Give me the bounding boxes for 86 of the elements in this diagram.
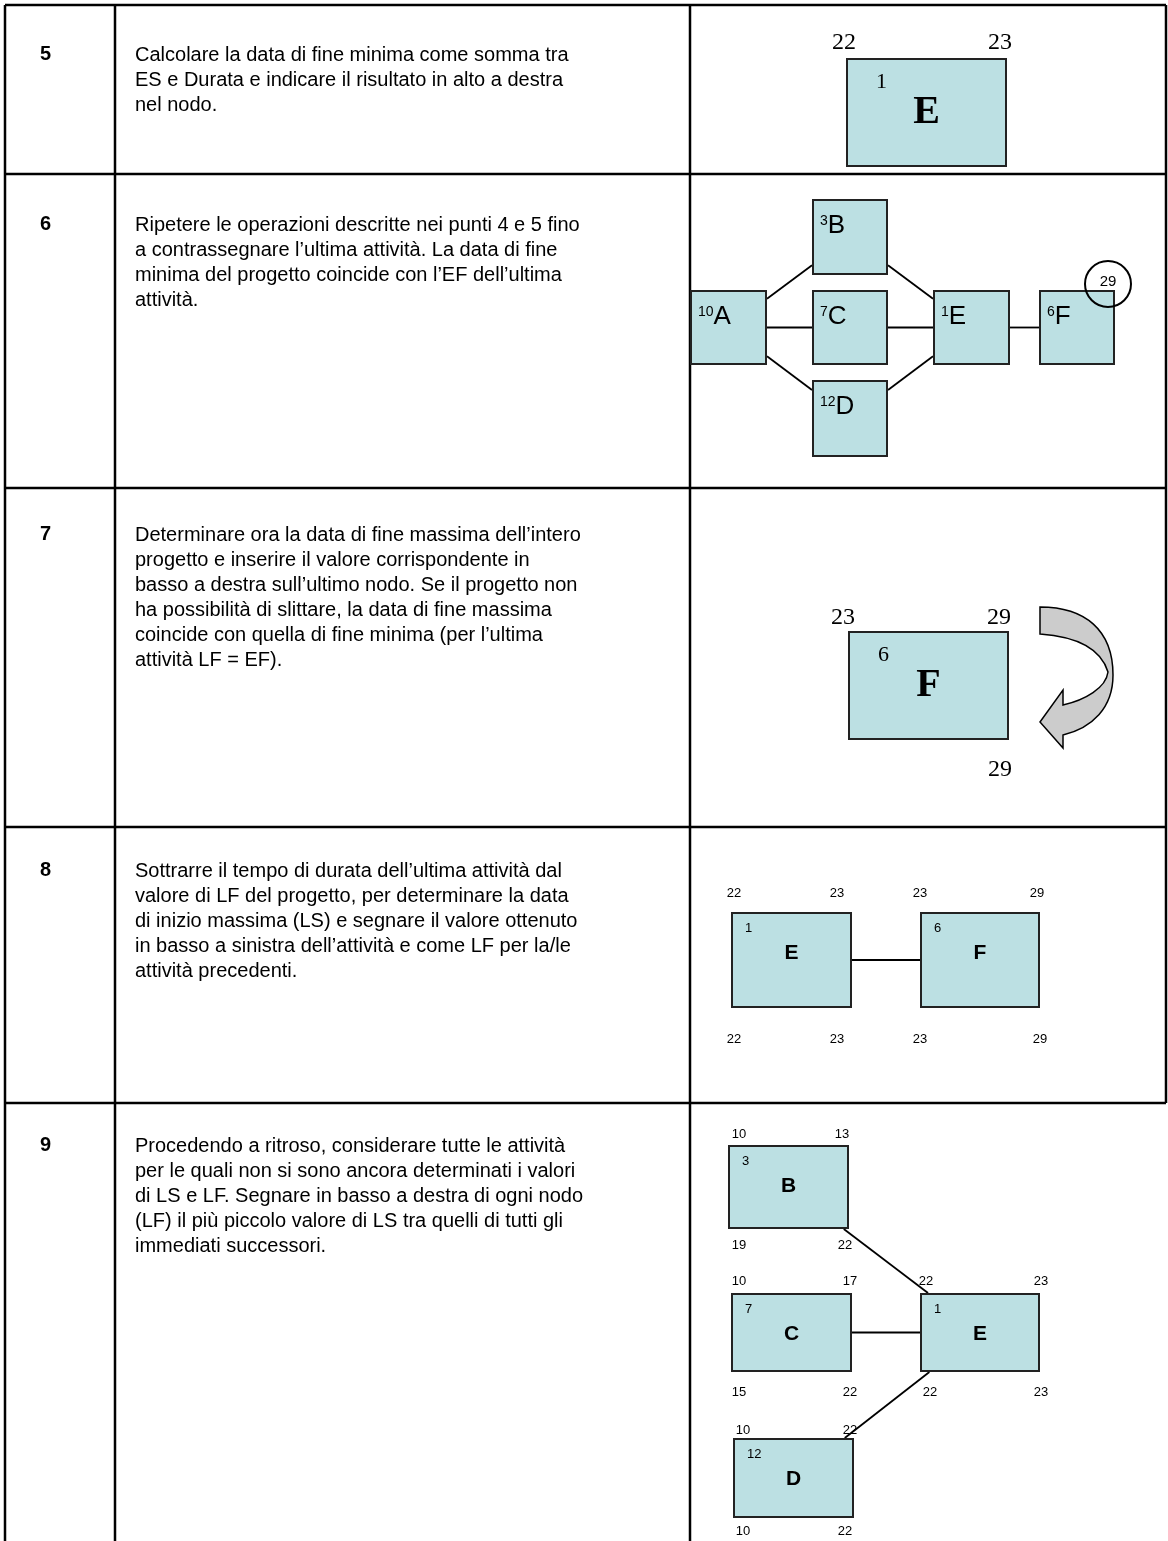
activity-box <box>812 199 888 275</box>
date-number: 23 <box>831 603 855 629</box>
activity-letter: E <box>912 86 941 133</box>
date-number: 23 <box>829 1031 845 1046</box>
connector-line <box>887 355 934 391</box>
connector-line <box>766 355 813 391</box>
activity-letter: E <box>783 940 800 964</box>
connector-line <box>1009 326 1040 329</box>
step-number: 9 <box>40 1133 52 1156</box>
duration-number: 1 <box>745 920 753 935</box>
activity-letter: D <box>784 1466 803 1490</box>
activity-box <box>848 631 1009 740</box>
date-number: 22 <box>832 28 856 54</box>
date-number: 23 <box>988 28 1012 54</box>
instruction-text: Determinare ora la data di fine massima dell’intero progetto e inserire il valore corrispondente in basso a destra sull’ultimo nodo. Se il progetto non ha possibilità di slittare, la data di fine massima coincide con quella di fine minima (per l’ultima attività LF = EF). <box>135 522 582 672</box>
instruction-text: Ripetere le operazioni descritte nei punti 4 e 5 fino a contrassegnare l’ultima attività. La data di fine minima del progetto coincide con l’EF dell’ultima attività. <box>135 212 581 312</box>
date-number: 29 <box>1032 1031 1048 1046</box>
activity-label: $^{6}$ F <box>1047 300 1071 331</box>
connector-line <box>843 1371 931 1439</box>
connector-line <box>851 959 921 961</box>
activity-box <box>731 1293 852 1372</box>
activity-letter: C <box>782 1321 801 1345</box>
date-number: 13 <box>834 1126 850 1141</box>
activity-box <box>920 912 1040 1008</box>
date-number: 23 <box>912 885 928 900</box>
connector-line <box>851 1331 921 1334</box>
activity-box <box>933 290 1010 365</box>
date-number: 19 <box>731 1237 747 1252</box>
date-number: 10 <box>731 1126 747 1141</box>
step-number: 6 <box>40 212 52 235</box>
date-number: 22 <box>842 1384 858 1399</box>
activity-box <box>812 380 888 457</box>
activity-box <box>690 290 767 365</box>
date-number: 23 <box>1033 1384 1049 1399</box>
date-number: 15 <box>731 1384 747 1399</box>
date-number: 10 <box>735 1523 751 1538</box>
connector-line <box>766 264 813 300</box>
instruction-text: Sottrarre il tempo di durata dell’ultima attività dal valore di LF del progetto, per determinare la data di inizio massima (LS) e segnare il valore ottenuto in basso a sinistra dell’attività e come LF per la/le attività precedenti. <box>135 858 579 983</box>
instruction-text: Procedendo a ritroso, considerare tutte le attività per le quali non si sono ancora determinati i valori di LS e LF. Segnare in basso a destra di ogni nodo (LF) il più piccolo valore di LS tra quelli di tutti gli immediati successori. <box>135 1133 585 1258</box>
activity-letter: F <box>915 659 942 706</box>
activity-letter: F <box>972 940 988 964</box>
date-number: 23 <box>912 1031 928 1046</box>
date-number: 22 <box>837 1523 853 1538</box>
duration-number: 1 <box>934 1301 942 1316</box>
duration-number: 7 <box>745 1301 753 1316</box>
date-number: 22 <box>726 885 742 900</box>
step-number: 7 <box>40 522 52 545</box>
connector-line <box>842 1228 929 1294</box>
date-number: 10 <box>735 1422 751 1437</box>
activity-letter: B <box>779 1173 798 1197</box>
activity-label: $^{3}$ B <box>820 209 846 240</box>
step-number: 5 <box>40 42 52 65</box>
date-number: 29 <box>1029 885 1045 900</box>
activity-box <box>733 1438 854 1518</box>
date-number: 23 <box>829 885 845 900</box>
date-number: 22 <box>726 1031 742 1046</box>
date-number: 17 <box>842 1273 858 1288</box>
connector-line <box>766 326 813 329</box>
duration-number: 6 <box>878 641 889 667</box>
activity-label: $^{12}$D <box>820 390 855 421</box>
duration-number: 1 <box>876 68 887 94</box>
activity-box <box>812 290 888 365</box>
date-number: 10 <box>731 1273 747 1288</box>
circle-marker: 29 <box>1084 260 1132 308</box>
date-number: 29 <box>988 755 1012 781</box>
duration-number: 3 <box>742 1153 750 1168</box>
activity-box <box>920 1293 1040 1372</box>
duration-number: 12 <box>747 1446 762 1461</box>
date-number: 23 <box>1033 1273 1049 1288</box>
date-number: 22 <box>837 1237 853 1252</box>
date-number: 22 <box>918 1273 934 1288</box>
step-number: 8 <box>40 858 52 881</box>
activity-box <box>731 912 852 1008</box>
duration-number: 6 <box>934 920 942 935</box>
activity-letter: E <box>972 1321 988 1345</box>
instruction-text: Calcolare la data di fine minima come somma tra ES e Durata e indicare il risultato in alto a destra nel nodo. <box>135 42 570 117</box>
connector-line <box>887 264 934 300</box>
activity-label: $^{1}$ E <box>941 300 967 331</box>
activity-box <box>1039 290 1115 365</box>
date-number: 22 <box>922 1384 938 1399</box>
date-number: 29 <box>987 603 1011 629</box>
activity-label: $^{10}$A <box>698 300 731 331</box>
activity-box <box>728 1145 849 1229</box>
connector-line <box>887 326 934 329</box>
activity-box <box>846 58 1007 167</box>
activity-label: $^{7}$C <box>820 300 847 331</box>
